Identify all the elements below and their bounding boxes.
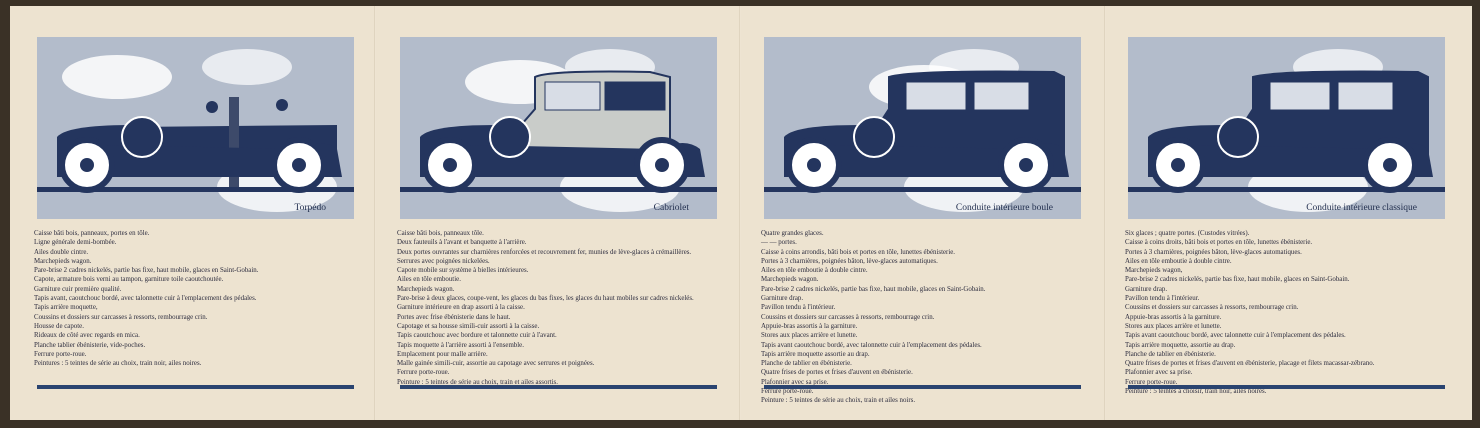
spec-item: Ailes double cintre. (34, 248, 89, 256)
spec-item: Emplacement pour malle arrière. (397, 350, 488, 358)
spec-item: Tapis arrière moquette, (34, 304, 98, 312)
spec-item: Coussins et dossiers sur carcasses à res… (761, 313, 935, 321)
car-illustration: Cabriolet (400, 37, 717, 219)
specification-list: Caisse bâti bois, panneaux tôle. Deux fau… (397, 229, 737, 387)
spec-item: Caisse à coins arrondis, bâti bois et po… (761, 248, 956, 256)
spec-item: Garniture cuir première qualité. (34, 285, 122, 293)
spec-item: Ligne générale demi-bombée. (34, 239, 117, 247)
model-caption: Conduite intérieure classique (1306, 203, 1417, 213)
spec-item: Pare-brise 2 cadres nickelés, partie bas… (1125, 276, 1350, 284)
spec-item: Quatre frises de portes et frises d'auve… (1125, 360, 1375, 368)
spec-item: Capote mobile sur système à bielles inté… (397, 267, 529, 275)
spec-item: Coussins et dossiers sur carcasses à res… (1125, 304, 1299, 312)
spec-item: Appuie-bras assortis à la garniture. (761, 322, 858, 330)
spec-item: Ferrure porte-roue. (761, 388, 814, 396)
spec-item: Pare-brise 2 cadres nickelés, partie bas… (761, 285, 986, 293)
spec-item: Ailes en tôle emboutie à double cintre. (761, 267, 868, 275)
spec-item: Marchepieds wagon, (1125, 267, 1183, 275)
spec-item: Marchepieds wagon. (34, 257, 92, 265)
spec-item: Tapis arrière moquette assortie au drap. (761, 350, 870, 358)
spec-item: Stores aux places arrière et lunette. (761, 332, 858, 340)
spec-item: Quatre frises de portes et frises d'auve… (761, 369, 913, 377)
spec-item: Peinture : 5 teintes de série au choix, … (397, 378, 558, 386)
model-caption: Cabriolet (653, 203, 689, 213)
spec-item: Portes à 3 charnières, poignées bâton, l… (1125, 248, 1302, 256)
spec-item: Coussins et dossiers sur carcasses à res… (34, 313, 208, 321)
spec-item: Tapis avant caoutchouc bordé, avec talon… (761, 341, 982, 349)
spec-item: Marchepieds wagon. (761, 276, 819, 284)
decorative-rule (764, 385, 1081, 389)
car-illustration: Conduite intérieure boule (764, 37, 1081, 219)
spec-item: Portes à 3 charnières, poignées bâton, l… (761, 257, 938, 265)
spec-item: Planche de tablier en ébénisterie. (1125, 350, 1216, 358)
decorative-rule (37, 385, 354, 389)
spec-item: Tapis avant, caoutchouc bordé, avec talo… (34, 295, 257, 303)
brochure-sheet: Torpédo Caisse bâti bois, panneaux, port… (10, 6, 1472, 420)
spec-item: Garniture drap. (761, 295, 804, 303)
spec-item: Malle gainée simili-cuir, assortie au ca… (397, 360, 595, 368)
spec-item: Pavillon tendu à l'intérieur. (1125, 295, 1200, 303)
spec-item: Pare-brise à deux glaces, coupe-vent, le… (397, 295, 694, 303)
spec-item: Ferrure porte-roue. (1125, 378, 1178, 386)
specification-list: Six glaces ; quatre portes. (Custodes vi… (1125, 229, 1465, 396)
model-caption: Conduite intérieure boule (955, 203, 1053, 213)
car-illustration: Conduite intérieure classique (1128, 37, 1445, 219)
car-illustration: Torpédo (37, 37, 354, 219)
spec-item: Pare-brise 2 cadres nickelés, partie bas… (34, 267, 259, 275)
decorative-rule (400, 385, 717, 389)
spec-item: Deux portes ouvrantes sur charnières ren… (397, 248, 692, 256)
spec-item: Plafonnier avec sa prise. (761, 378, 829, 386)
spec-item: Caisse bâti bois, panneaux tôle. (397, 230, 484, 237)
spec-item: Appuie-bras assortis à la garniture. (1125, 313, 1222, 321)
spec-item: Tapis moquette à l'arrière assorti à l'e… (397, 341, 524, 349)
spec-item: Ferrure porte-roue. (397, 369, 450, 377)
spec-item: Capotage et sa housse simili-cuir assort… (397, 322, 540, 330)
spec-item: Peintures : 5 teintes de série au choix,… (34, 360, 202, 368)
spec-item: Housse de capote. (34, 322, 84, 330)
spec-item: Six glaces ; quatre portes. (Custodes vi… (1125, 230, 1250, 237)
spec-item: Planche tablier ébénisterie, vide-poches… (34, 341, 146, 349)
decorative-rule (1128, 385, 1445, 389)
specification-list: Quatre grandes glaces. — — portes.Caisse … (761, 229, 1101, 406)
spec-item: Serrures avec poignées nickelées. (397, 257, 490, 265)
spec-item: Pavillon tendu à l'intérieur. (761, 304, 836, 312)
spec-item: Ailes en tôle emboutie. (397, 276, 461, 284)
spec-item: Tapis arrière moquette, assortie au drap… (1125, 341, 1236, 349)
spec-item: Portes avec frise ébénisterie dans le ha… (397, 313, 511, 321)
spec-item: Stores aux places arrière et lunette. (1125, 322, 1222, 330)
spec-item: Plafonnier avec sa prise. (1125, 369, 1193, 377)
spec-item: Ferrure porte-roue. (34, 350, 87, 358)
spec-item: Tapis caoutchouc avec bordure et talonne… (397, 332, 557, 340)
spec-item: Caisse bâti bois, panneaux, portes en tô… (34, 230, 150, 237)
fold-line (374, 6, 376, 420)
fold-line (1104, 6, 1106, 420)
spec-item: Garniture intérieure en drap assorti à l… (397, 304, 525, 312)
spec-item: Garniture drap. (1125, 285, 1168, 293)
spec-item: Rideaux de côté avec regards en mica. (34, 332, 140, 340)
spec-item: Capote, armature bois verni au tampon, g… (34, 276, 224, 284)
model-caption: Torpédo (294, 203, 326, 213)
spec-item: Planche de tablier en ébénisterie. (761, 360, 852, 368)
specification-list: Caisse bâti bois, panneaux, portes en tô… (34, 229, 374, 368)
spec-item: Tapis avant caoutchouc bordé, avec talon… (1125, 332, 1346, 340)
spec-item: Peinture : 5 teintes de série au choix, … (761, 397, 916, 405)
spec-item: Peinture : 5 teintes à choisir, train no… (1125, 388, 1267, 396)
spec-item: Caisse à coins droits, bâti bois et port… (1125, 239, 1313, 247)
spec-item: Deux fauteuils à l'avant et banquette à … (397, 239, 527, 247)
spec-item: Quatre grandes glaces. (761, 230, 824, 237)
spec-item: — — portes. (761, 239, 797, 247)
fold-line (739, 6, 741, 420)
spec-item: Marchepieds wagon. (397, 285, 455, 293)
spec-item: Ailes en tôle emboutie à double cintre. (1125, 257, 1232, 265)
